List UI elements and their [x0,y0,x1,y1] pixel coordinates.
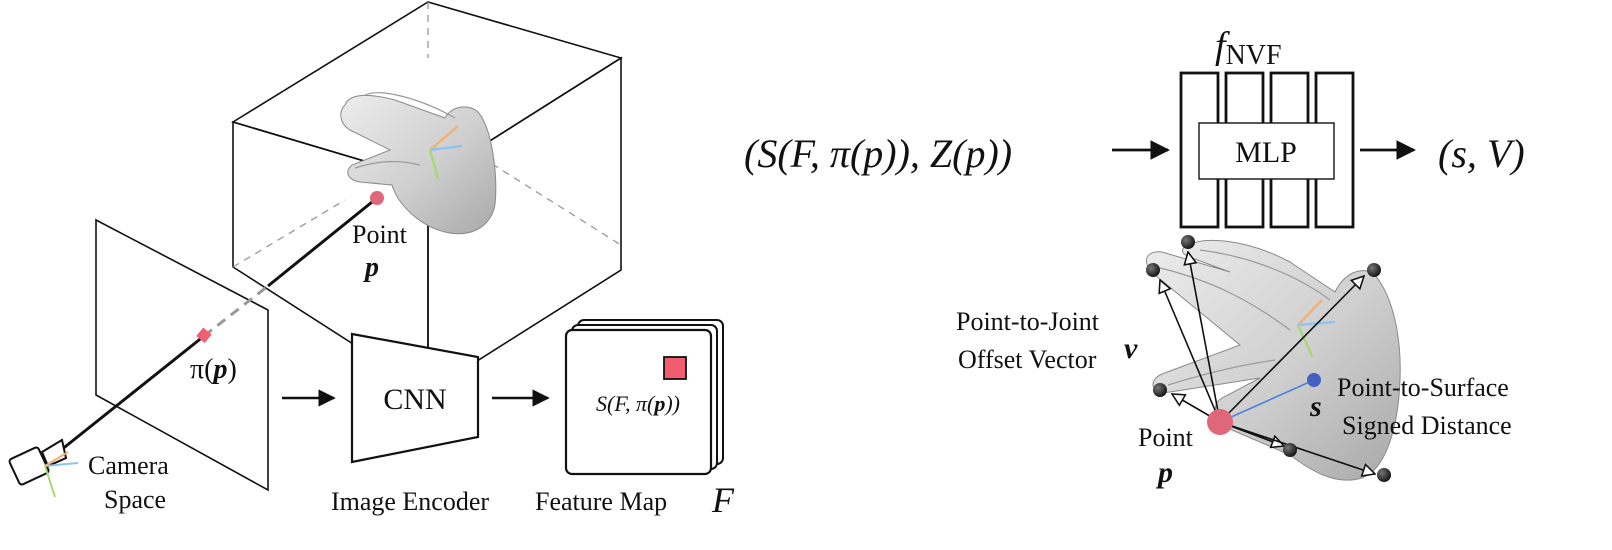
point-label-right: Point [1138,423,1194,452]
query-point [370,191,384,205]
cnn-label: CNN [383,383,446,416]
feature-map-symbol: F [711,480,735,520]
projection-symbol: p [211,354,227,385]
input-expression: (S(F, π(p)), Z(p)) [744,131,1012,176]
projection-label: π( [190,354,213,385]
encoder-caption: Image Encoder [331,487,489,516]
feature-patch [663,356,687,380]
joint [1153,383,1167,397]
surface-point [1307,373,1321,387]
offset-vector [1188,252,1221,423]
feature-map-stack: S(F, π(p)) [564,319,724,476]
cnn-block [350,332,480,464]
joint [1146,263,1160,277]
joint [1367,263,1381,277]
joint [1283,443,1297,457]
right-panel: (S(F, π(p)), Z(p)) fNVF MLP (s, V) [744,25,1525,489]
axis-x [429,125,459,151]
camera-axis-z [44,451,69,467]
output-expression: (s, V) [1438,131,1525,176]
nvf-network [1179,71,1355,229]
joint [1377,468,1391,482]
hidden-edge [232,199,346,268]
distance-label-line1: Point-to-Surface [1337,373,1509,402]
sample-expr-suffix: )) [663,391,680,416]
axis-z [428,149,440,179]
hand-mesh-icon [1145,239,1401,481]
camera-axis-x [44,462,79,467]
camera-label-line1: Camera [88,451,169,480]
mlp-label: MLP [1235,136,1297,169]
point-symbol: p [363,252,379,283]
distance-label-line2: Signed Distance [1342,411,1512,440]
distance-symbol: s [1309,390,1322,423]
axis-y [429,144,463,152]
joints [1146,235,1391,482]
hidden-edge [469,149,622,246]
camera-ray-front [267,196,378,288]
sample-expr-symbol: p [652,391,665,416]
camera-axis-y [44,465,56,498]
camera-icon [8,438,79,498]
offset-vector [1219,276,1364,423]
svg-text:fNVF: fNVF [1215,25,1282,71]
projected-point [196,327,212,344]
mlp-block [1198,122,1335,180]
offset-vector [1219,421,1375,474]
camera-ray-hidden [203,284,269,338]
camera-ray [45,334,205,464]
projection-close: ) [227,354,236,385]
network-subscript: NVF [1226,40,1282,71]
offset-symbol: v [1124,332,1138,365]
box-right-face [427,56,622,394]
signed-distance-line [1219,379,1315,423]
camera-label-line2: Space [104,485,166,514]
axis-z [1296,324,1314,357]
svg-text:S(F, π(p)): S(F, π(p)) [596,391,680,416]
query-point [1207,409,1233,435]
point-label: Point [352,220,408,249]
point-symbol-right: p [1155,456,1173,489]
sample-expr-prefix: S(F, π( [596,391,656,416]
left-panel: Point p π(p) Camera Space CNN Image Enco… [8,1,735,520]
offset-label-line2: Offset Vector [958,345,1097,374]
joint [1181,235,1195,249]
feature-map-caption: Feature Map [535,487,667,516]
svg-text:π(p): π(p) [190,354,237,385]
hand-mesh-icon [340,92,497,235]
axis-x [1297,299,1323,326]
offset-label-line1: Point-to-Joint [956,307,1100,336]
offset-vector [1160,280,1221,423]
image-plane [95,218,269,492]
